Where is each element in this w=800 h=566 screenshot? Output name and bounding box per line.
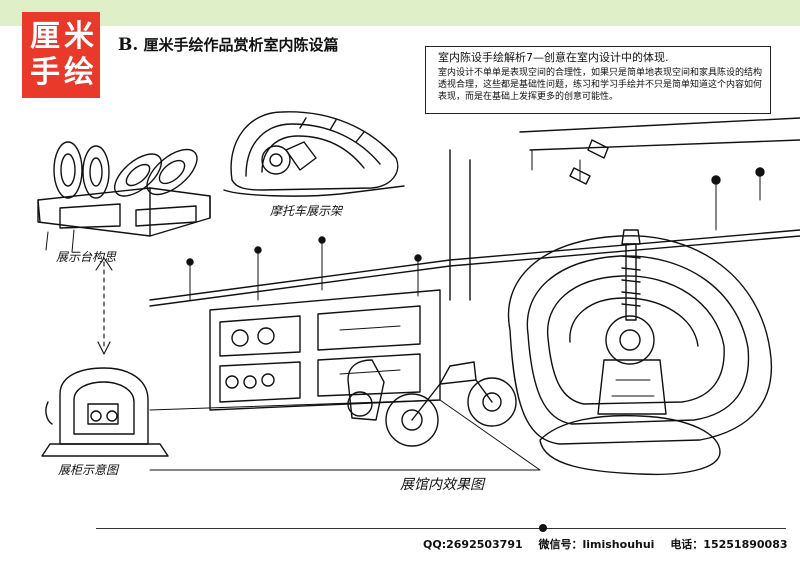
- contact-wechat: 微信号：limishouhui: [538, 538, 655, 551]
- label-tire-display-stand: 展示台构思: [56, 250, 117, 264]
- top-color-band: [0, 0, 800, 26]
- title-prefix: B.: [118, 35, 139, 55]
- description-box: 室内陈设手绘解析7—创意在室内设计中的体现. 室内设计不单单是表现空间的合理性，…: [425, 46, 771, 114]
- footer-divider: [96, 528, 786, 529]
- footer-divider-dot: [539, 524, 547, 532]
- title-text: 厘米手绘作品赏析室内陈设篇: [143, 36, 339, 54]
- footer-contact-info: QQ:2692503791 微信号：limishouhui 电话：1525189…: [423, 536, 800, 552]
- motorcycle-display-rack-sketch: [223, 111, 405, 197]
- contact-qq: QQ:2692503791: [423, 538, 523, 551]
- label-motorcycle-display-rack: 摩托车展示架: [270, 204, 343, 218]
- showcase-sketch: [41, 367, 169, 457]
- contact-phone: 电话：15251890083: [670, 538, 788, 551]
- showroom-interior-sketch: [149, 117, 800, 476]
- logo-char: 米: [64, 19, 94, 54]
- logo-char: 厘: [30, 19, 60, 54]
- logo-char: 绘: [64, 55, 94, 90]
- description-body: 室内设计不单单是表现空间的合理性，如果只是简单地表现空间和家具陈设的结构透视合理…: [438, 68, 763, 102]
- tire-display-stand-sketch: [37, 141, 211, 253]
- label-showcase-detail: 展柜示意图: [58, 463, 119, 477]
- logo-char: 手: [30, 55, 60, 90]
- page-title: B. 厘米手绘作品赏析室内陈设篇: [118, 34, 339, 55]
- brand-logo: 厘 米 手 绘: [22, 12, 100, 98]
- flow-arrow: [95, 257, 113, 355]
- label-showroom-effect: 展馆内效果图: [400, 477, 484, 493]
- description-heading: 室内陈设手绘解析7—创意在室内设计中的体现.: [438, 51, 669, 64]
